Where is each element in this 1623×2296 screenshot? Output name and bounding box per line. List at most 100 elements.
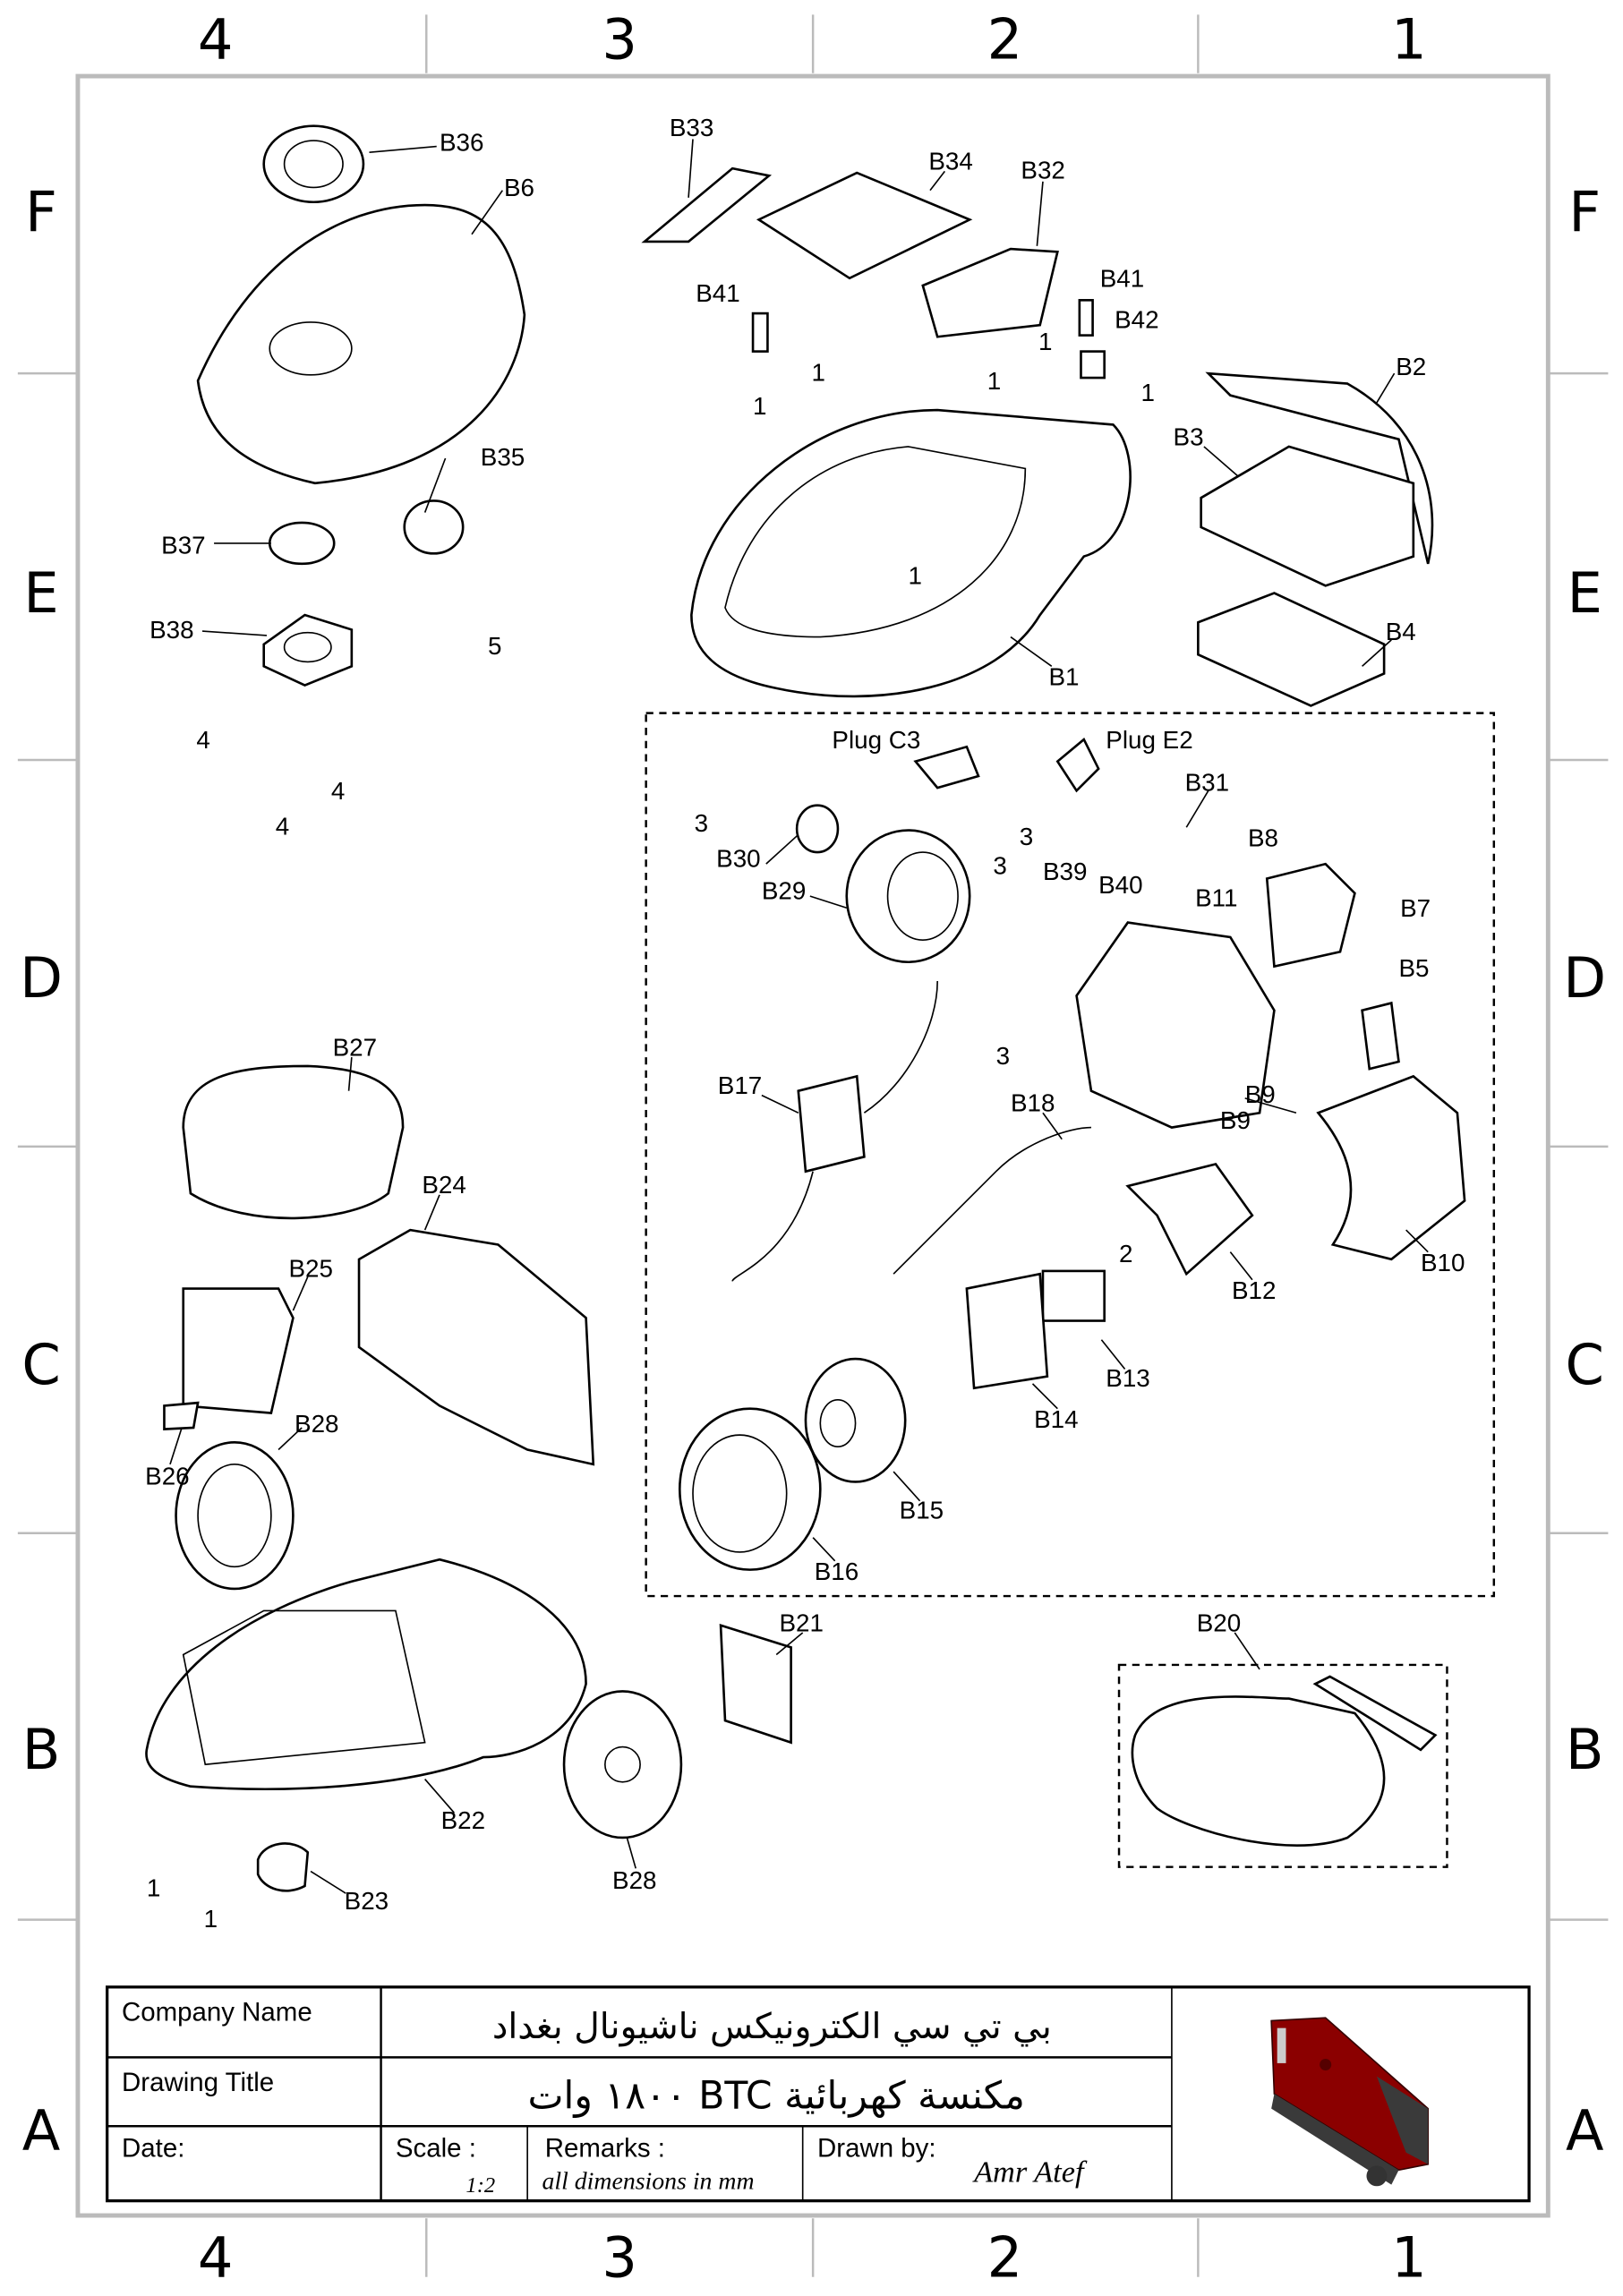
part-b41b <box>1078 299 1094 337</box>
callout: B25 <box>289 1254 333 1282</box>
callout: B41 <box>1100 265 1144 293</box>
callout: 3 <box>1020 823 1033 850</box>
part-b8 <box>1265 862 1356 969</box>
callout: B36 <box>440 128 483 156</box>
part-b32 <box>921 247 1059 338</box>
callout: B18 <box>1011 1089 1055 1117</box>
callout: B28 <box>295 1410 338 1438</box>
part-b38 <box>262 613 354 687</box>
callout: Plug E2 <box>1106 726 1192 754</box>
part-b24 <box>357 1228 595 1466</box>
part-b33 <box>641 166 773 243</box>
drawing-title-value: مكنسة كهربائية BTC ١٨٠٠ وات <box>528 2075 1025 2119</box>
callout: B3 <box>1174 422 1204 450</box>
drawing-title-label: Drawing Title <box>122 2068 274 2097</box>
callout: B33 <box>670 114 713 141</box>
col-label: 3 <box>602 2225 637 2291</box>
callout: B22 <box>441 1806 485 1834</box>
row-label: F <box>25 179 57 244</box>
row-label: E <box>1567 560 1602 626</box>
callout: B14 <box>1034 1405 1078 1433</box>
callout: 1 <box>753 392 766 420</box>
row-label: F <box>1568 179 1601 244</box>
part-b5 <box>1361 1001 1400 1071</box>
row-label: C <box>1566 1332 1604 1397</box>
callout: 1 <box>204 1905 218 1933</box>
callout: B4 <box>1386 618 1416 645</box>
callout: B29 <box>762 876 806 904</box>
callout: 1 <box>1038 328 1052 355</box>
motor-assembly-box <box>645 712 1496 1598</box>
row-label: D <box>1563 945 1606 1011</box>
callout: 4 <box>196 726 209 754</box>
part-b20-strip <box>1312 1675 1438 1752</box>
part-b34 <box>756 171 973 280</box>
callout: 4 <box>276 812 289 840</box>
callout: B24 <box>422 1171 466 1199</box>
part-b6-lid <box>196 203 526 485</box>
part-b3 <box>1200 445 1415 587</box>
callout: B38 <box>149 616 193 644</box>
part-b20-dust-bag <box>1131 1695 1386 1847</box>
callout: 1 <box>987 367 1001 395</box>
row-label: A <box>1566 2097 1604 2163</box>
part-b42 <box>1080 350 1106 380</box>
part-b4 <box>1197 592 1386 707</box>
col-label: 3 <box>602 6 637 72</box>
callout: B31 <box>1185 768 1229 796</box>
callout: 3 <box>996 1042 1010 1070</box>
callout: 1 <box>908 562 921 590</box>
plug-c3 <box>913 745 980 790</box>
callout: 3 <box>993 852 1006 880</box>
col-label: 4 <box>198 6 234 72</box>
date-label: Date: <box>122 2134 184 2164</box>
callout: B8 <box>1248 824 1278 852</box>
drawing-frame <box>75 73 1550 2218</box>
drawn-by-value: Amr Atef <box>972 2155 1088 2189</box>
part-b16 <box>678 1407 822 1571</box>
callout: B9 <box>1220 1106 1251 1134</box>
col-label: 1 <box>1391 2225 1427 2291</box>
callout: B13 <box>1106 1364 1149 1392</box>
callout: 1 <box>1141 379 1155 406</box>
callout: 1 <box>147 1874 160 1901</box>
col-label: 2 <box>987 6 1023 72</box>
callout: B40 <box>1098 871 1142 899</box>
part-b10 <box>1316 1074 1466 1261</box>
row-label: D <box>20 945 63 1011</box>
callout: Plug C3 <box>832 726 920 754</box>
title-block: Company Name بي تي سي الكترونيكس ناشيونا… <box>106 1985 1531 2203</box>
callout: B10 <box>1421 1249 1465 1276</box>
dust-bag-box <box>1117 1663 1448 1868</box>
drawn-by-label: Drawn by: <box>817 2134 936 2164</box>
col-label: 4 <box>198 2225 234 2291</box>
row-label: E <box>23 560 58 626</box>
col-label: 1 <box>1391 6 1427 72</box>
callout: B39 <box>1043 858 1087 885</box>
callout: B23 <box>345 1887 389 1915</box>
callout: B28 <box>612 1866 656 1894</box>
callout: B21 <box>780 1609 824 1636</box>
part-b30 <box>795 804 840 854</box>
callout: B2 <box>1396 353 1426 380</box>
plug-e2 <box>1055 738 1100 793</box>
part-b37 <box>268 521 336 566</box>
part-b11 <box>1075 921 1276 1129</box>
row-label: B <box>22 1717 61 1782</box>
callout: B27 <box>333 1033 377 1061</box>
part-b26-spring <box>163 1401 200 1430</box>
part-b35 <box>403 499 465 555</box>
callout: B32 <box>1021 157 1064 184</box>
leader-lines <box>169 139 1429 1894</box>
callout: B15 <box>900 1496 944 1524</box>
part-b27-seal <box>182 1064 405 1220</box>
part-b2 <box>1205 371 1434 565</box>
callout: 4 <box>331 777 345 805</box>
part-b25 <box>182 1287 295 1414</box>
callout: B6 <box>504 174 534 201</box>
callout: 1 <box>812 358 825 386</box>
callout: B9 <box>1245 1080 1276 1108</box>
part-b21-filter <box>719 1623 792 1745</box>
callout: B34 <box>928 148 972 175</box>
